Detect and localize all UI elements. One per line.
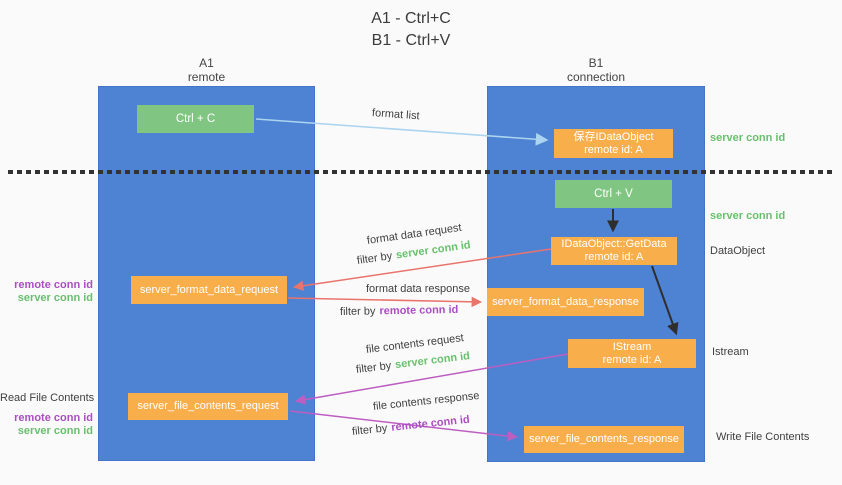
column-a1-subtitle: remote <box>187 70 226 84</box>
column-header-b1: B1 connection <box>487 56 705 84</box>
arrow-istream-to-file-request <box>294 353 569 405</box>
node-istream: IStream remote id: A <box>568 339 696 368</box>
node-server-file-contents-response: server_file_contents_response <box>524 426 684 453</box>
node-server-file-contents-response-label: server_file_contents_response <box>529 433 679 445</box>
column-b1-title: B1 <box>588 56 604 70</box>
right-server-conn-id-2: server conn id <box>710 210 786 222</box>
node-istream-line2: remote id: A <box>602 353 662 366</box>
arrow-format-request-to-response <box>287 296 483 308</box>
node-ctrl-c: Ctrl + C <box>137 105 254 133</box>
node-istream-line1: IStream <box>612 340 652 353</box>
node-ctrl-c-label: Ctrl + C <box>175 113 216 125</box>
node-ctrl-v-label: Ctrl + V <box>594 188 633 200</box>
arrow-format-list <box>255 118 549 146</box>
column-a1-title: A1 <box>199 56 214 70</box>
column-b1-subtitle: connection <box>566 70 626 84</box>
arrow-file-request-to-response <box>289 410 519 442</box>
write-file-contents-label: Write File Contents <box>716 431 810 443</box>
node-server-file-contents-request: server_file_contents_request <box>128 393 288 420</box>
node-idataobject-getdata-line2: remote id: A <box>584 251 644 263</box>
column-header-a1: A1 remote <box>98 56 315 84</box>
filter-by-remote-conn-id-label-1: filter by remote conn id <box>340 304 459 318</box>
node-server-file-contents-request-label: server_file_contents_request <box>137 400 279 412</box>
node-save-idataobject-line1: 保存IDataObject <box>573 130 654 143</box>
left-server-conn-id-2: server conn id <box>17 425 93 437</box>
node-server-format-data-response: server_format_data_response <box>487 288 644 316</box>
arrow-getdata-to-istream <box>651 265 679 336</box>
node-server-format-data-response-label: server_format_data_response <box>492 295 639 308</box>
node-ctrl-v: Ctrl + V <box>555 180 672 208</box>
node-idataobject-getdata-line1: IDataObject::GetData <box>561 238 667 250</box>
format-data-response-text: format data response <box>366 283 470 295</box>
read-file-contents-label: Read File Contents <box>0 392 95 404</box>
node-server-format-data-request-label: server_format_data_request <box>139 283 279 296</box>
node-save-idataobject-line2: remote id: A <box>584 143 643 156</box>
node-idataobject-getdata: IDataObject::GetData remote id: A <box>551 237 677 265</box>
filter-by-text: filter by <box>339 305 376 318</box>
title-line-1: A1 - Ctrl+C <box>371 10 451 27</box>
left-server-conn-id-1: server conn id <box>17 292 93 304</box>
remote-conn-id-text: remote conn id <box>379 303 459 318</box>
title-line-2: B1 - Ctrl+V <box>371 32 451 49</box>
diagram-title: A1 - Ctrl+C B1 - Ctrl+V <box>311 8 511 52</box>
node-save-idataobject: 保存IDataObject remote id: A <box>554 129 673 158</box>
node-server-format-data-request: server_format_data_request <box>131 276 287 304</box>
right-server-conn-id-1: server conn id <box>710 132 786 144</box>
left-remote-conn-id-1: remote conn id <box>14 279 93 291</box>
format-data-response-label: format data response <box>366 283 470 295</box>
arrow-getdata-to-format-request <box>292 248 552 291</box>
istream-side-label: Istream <box>712 346 749 358</box>
left-remote-conn-id-2: remote conn id <box>14 412 93 424</box>
dataobject-label: DataObject <box>710 245 766 257</box>
